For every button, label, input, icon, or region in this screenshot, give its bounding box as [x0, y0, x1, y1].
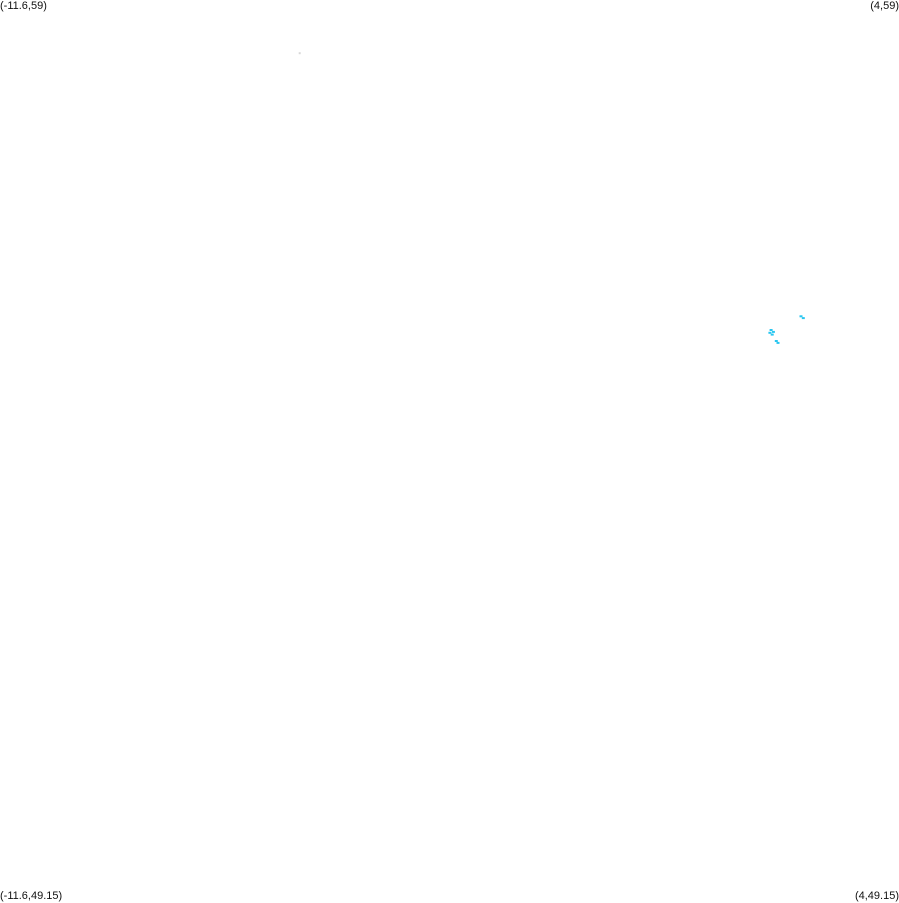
map-feature: [768, 331, 772, 334]
bottom-right-coordinate: (4,49.15): [854, 890, 899, 902]
map-feature-faint: [298, 52, 301, 55]
map-feature: [776, 341, 780, 344]
map-feature: [799, 315, 803, 318]
top-left-coordinate: (-11.6,59): [0, 0, 47, 12]
map-feature: [801, 317, 805, 320]
map-feature: [771, 330, 775, 333]
map-feature: [769, 329, 773, 331]
feature-layer: [298, 52, 805, 344]
bottom-left-coordinate: (-11.6,49.15): [0, 890, 63, 902]
top-right-coordinate: (4,59): [870, 0, 899, 12]
map-feature: [774, 340, 778, 342]
map-feature: [770, 333, 774, 336]
